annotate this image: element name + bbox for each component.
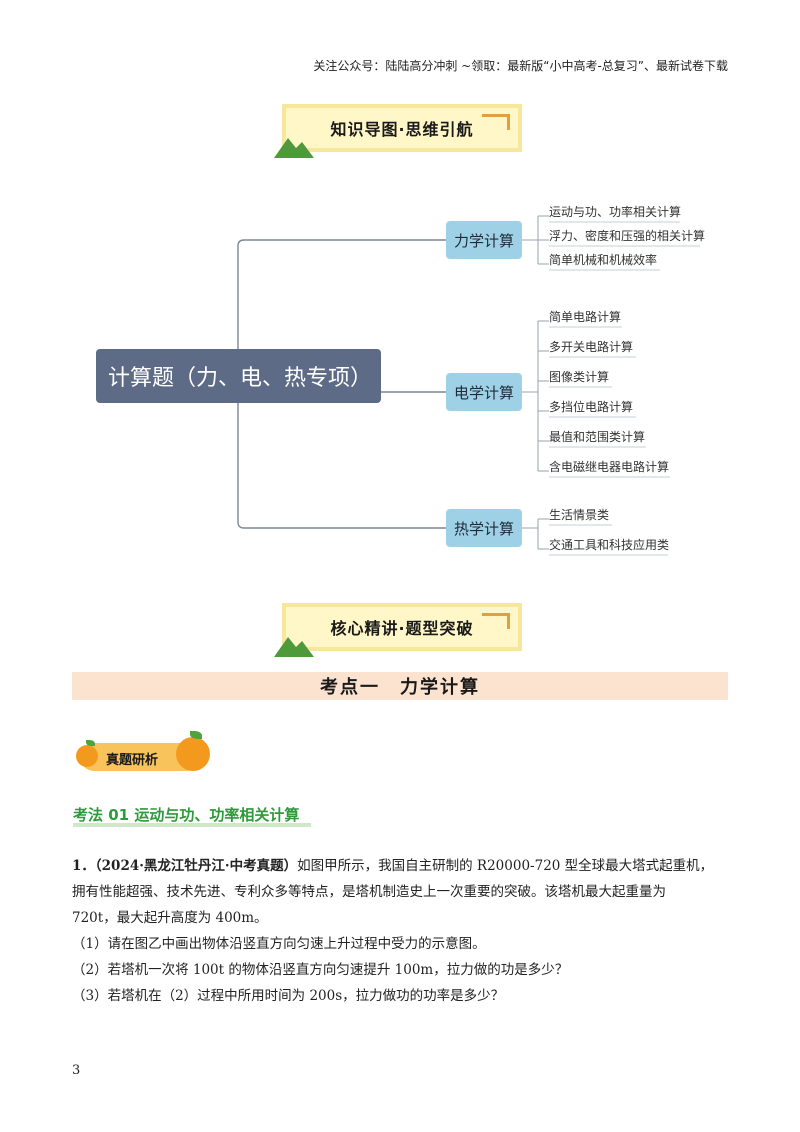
- mindmap-leaf: 图像类计算: [549, 370, 610, 384]
- problem-number: 1．: [72, 858, 95, 874]
- mindmap-leaf: 简单机械和机械效率: [549, 253, 658, 267]
- banner-core: 核心精讲·题型突破: [274, 603, 522, 657]
- leaf-icon: [190, 731, 202, 739]
- method-title: 考法 01 运动与功、功率相关计算: [73, 806, 300, 824]
- problem-text: 如图甲所示，我国自主研制的 R20000-720 型全球最大塔式起重机，: [297, 858, 714, 874]
- problem-question-1: （1）请在图乙中画出物体沿竖直方向匀速上升过程中受力的示意图。: [72, 936, 486, 952]
- method-underline: [73, 823, 311, 827]
- mindmap-node-electricity: 电学计算: [446, 373, 522, 411]
- problem-line-1: 1．（2024·黑龙江牡丹江·中考真题）如图甲所示，我国自主研制的 R20000…: [72, 854, 713, 874]
- mindmap-leaf: 多开关电路计算: [549, 340, 634, 354]
- section-title: 考点一 力学计算: [72, 672, 728, 700]
- orange-icon: [76, 745, 98, 767]
- mindmap-leaf: 简单电路计算: [549, 310, 622, 324]
- mountain-icon: [274, 637, 314, 657]
- banner-title: 知识导图·思维引航: [330, 120, 474, 139]
- mindmap-node-heat: 热学计算: [446, 509, 522, 547]
- page-number: 3: [72, 1063, 81, 1078]
- orange-icon: [176, 737, 210, 771]
- mindmap-leaf: 含电磁继电器电路计算: [549, 460, 670, 474]
- problem-source: （2024·黑龙江牡丹江·中考真题）: [94, 858, 298, 874]
- problem-line-2: 拥有性能超强、技术先进、专利众多等特点，是塔机制造史上一次重要的突破。该塔机最大…: [72, 884, 666, 900]
- corner-decoration: [482, 613, 510, 629]
- problem-line-3: 720t，最大起升高度为 400m。: [72, 910, 268, 926]
- mindmap-leaf: 多挡位电路计算: [549, 400, 634, 414]
- mountain-icon: [274, 138, 314, 158]
- corner-decoration: [482, 114, 510, 130]
- banner-title: 核心精讲·题型突破: [330, 619, 474, 638]
- leaf-icon: [86, 740, 95, 746]
- header-note: 关注公众号：陆陆高分冲刺 ~领取：最新版“小中高考-总复习”、最新试卷下载: [313, 59, 728, 73]
- mindmap-connectors: [237, 215, 700, 556]
- badge-label: 真题研析: [106, 753, 159, 768]
- mindmap-node-mechanics: 力学计算: [446, 221, 522, 259]
- problem-question-3: （3）若塔机在（2）过程中所用时间为 200s，拉力做功的功率是多少？: [72, 988, 505, 1004]
- mindmap-leaf: 交通工具和科技应用类: [549, 538, 670, 552]
- mindmap-leaf: 浮力、密度和压强的相关计算: [549, 229, 706, 243]
- mindmap-leaf: 运动与功、功率相关计算: [549, 205, 682, 219]
- banner-mindmap: 知识导图·思维引航: [274, 104, 522, 158]
- problem-question-2: （2）若塔机一次将 100t 的物体沿竖直方向匀速提升 100m，拉力做的功是多…: [72, 962, 569, 978]
- mindmap-leaf: 生活情景类: [549, 508, 610, 522]
- mindmap-root: 计算题（力、电、热专项）: [96, 349, 381, 403]
- mindmap-leaf: 最值和范围类计算: [549, 430, 646, 444]
